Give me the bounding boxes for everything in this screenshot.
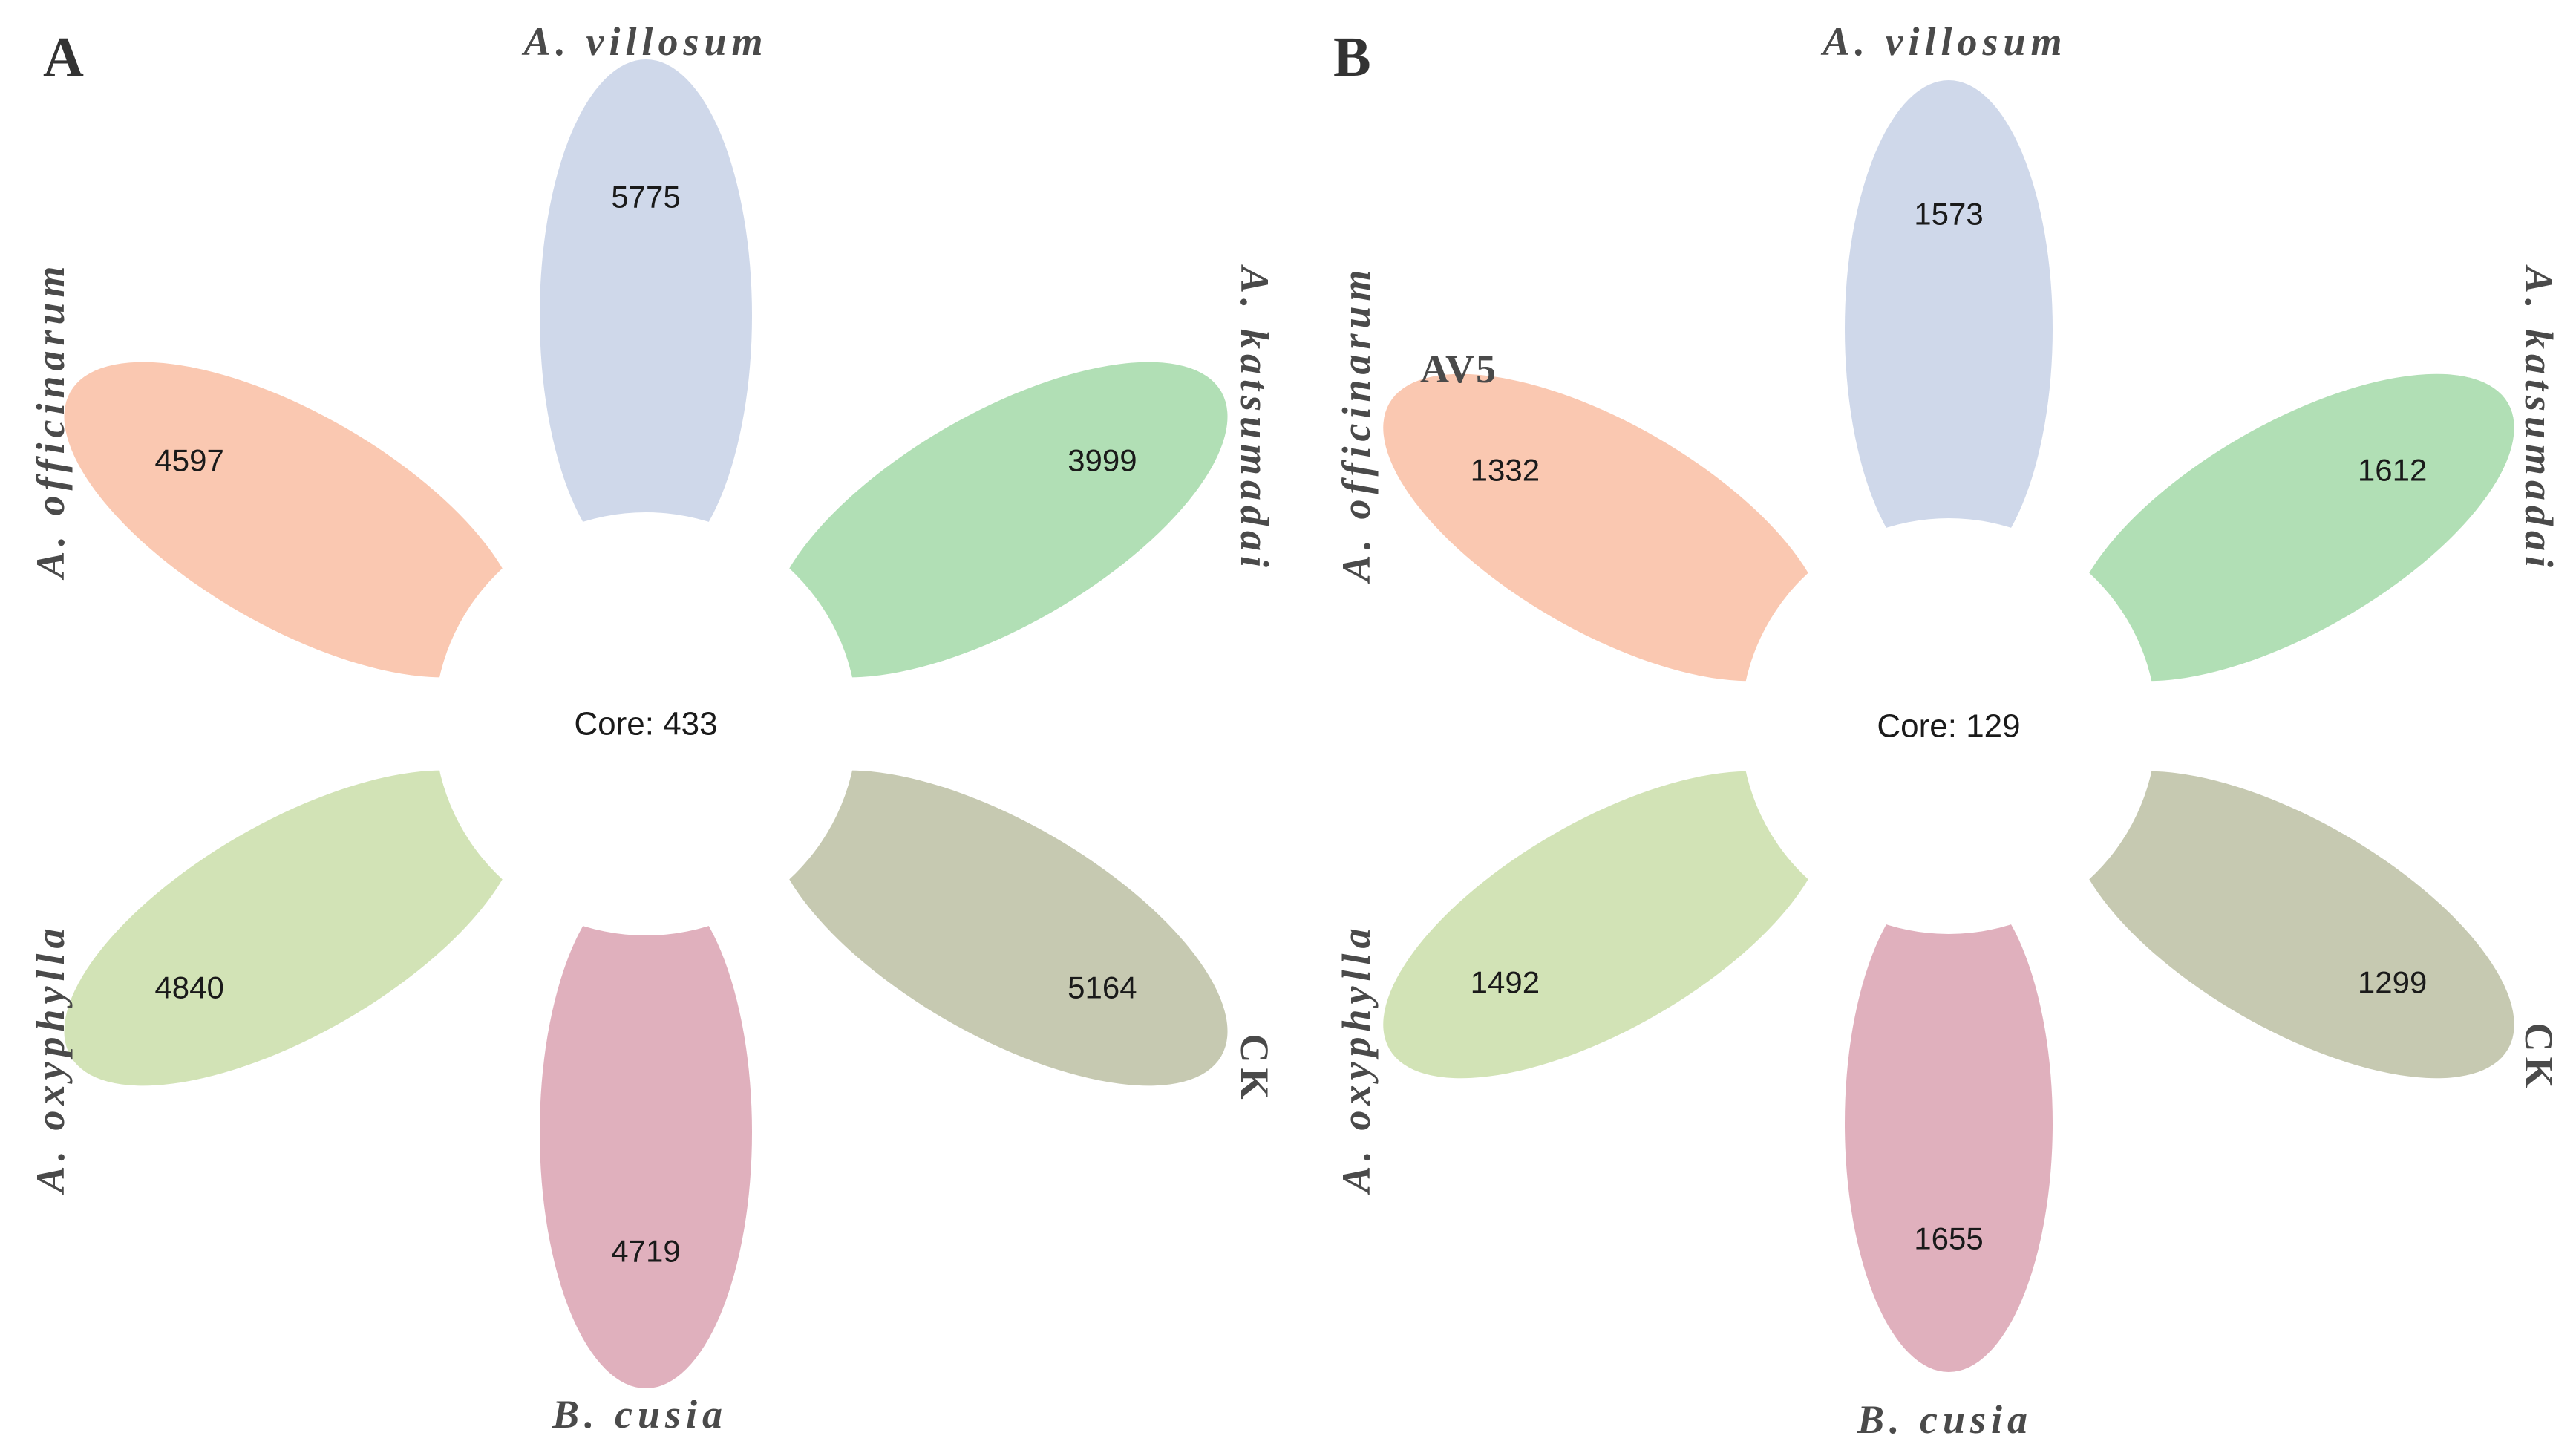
petal-count-katsumadai: 3999	[1068, 443, 1137, 478]
petal-officinarum	[64, 362, 520, 678]
core-count-label: Core: 433	[574, 706, 717, 742]
petal-count-oxyphylla: 4840	[154, 970, 223, 1005]
group-label-villosum: A. villosum	[521, 19, 768, 64]
group-label-cusia: B. cusia	[1857, 1397, 2033, 1442]
petal-katsumadai	[2070, 373, 2514, 682]
petal-ck	[771, 770, 1228, 1086]
petal-count-officinarum: 4597	[154, 443, 223, 478]
petal-count-cusia: 4719	[611, 1234, 680, 1269]
petal-villosum	[1845, 80, 2053, 578]
group-label-katsumadai: A. katsumadai	[1232, 264, 1277, 572]
petal-ck	[2070, 771, 2514, 1079]
core-count-label: Core: 129	[1877, 708, 2020, 745]
petal-count-katsumadai: 1612	[2358, 453, 2427, 488]
group-label-officinarum: A. officinarum	[1334, 264, 1379, 584]
group-label-officinarum: A. officinarum	[28, 261, 73, 580]
panel-letter: A	[43, 26, 84, 88]
core-circle	[1741, 518, 2157, 934]
petal-villosum	[540, 59, 752, 572]
venn-panel-b: Core: 129 1573 1612 1299 1655 1492 1332 A. vill…	[1333, 19, 2561, 1442]
group-label-ck: CK	[1232, 1034, 1277, 1105]
petal-oxyphylla	[64, 770, 520, 1086]
group-label-ck: CK	[2517, 1023, 2561, 1094]
group-label-villosum: A. villosum	[1820, 19, 2067, 64]
petal-count-villosum: 1573	[1914, 197, 1983, 232]
petal-katsumadai	[771, 362, 1228, 678]
petal-count-oxyphylla: 1492	[1471, 965, 1540, 1000]
group-label-katsumadai: A. katsumadai	[2517, 264, 2561, 572]
petal-cusia	[1845, 875, 2053, 1372]
petal-count-ck: 1299	[2358, 965, 2427, 1000]
petal-count-ck: 5164	[1068, 970, 1137, 1005]
petal-count-cusia: 1655	[1914, 1221, 1983, 1256]
group-label-oxyphylla: A. oxyphylla	[1334, 924, 1379, 1195]
panel-letter: B	[1333, 26, 1371, 88]
petal-cusia	[540, 876, 752, 1388]
petal-count-villosum: 5775	[611, 180, 680, 215]
group-label-cusia: B. cusia	[552, 1392, 728, 1437]
petal-count-officinarum: 1332	[1471, 453, 1540, 488]
group-label-oxyphylla: A. oxyphylla	[28, 924, 73, 1195]
core-circle	[434, 512, 857, 935]
venn-panel-a: Core: 433 5775 3999 5164 4719 4840 4597 A. vill…	[28, 19, 1277, 1437]
petal-officinarum	[1383, 373, 1827, 682]
petal-oxyphylla	[1383, 771, 1827, 1079]
panel-annotation: AV5	[1420, 347, 1497, 391]
